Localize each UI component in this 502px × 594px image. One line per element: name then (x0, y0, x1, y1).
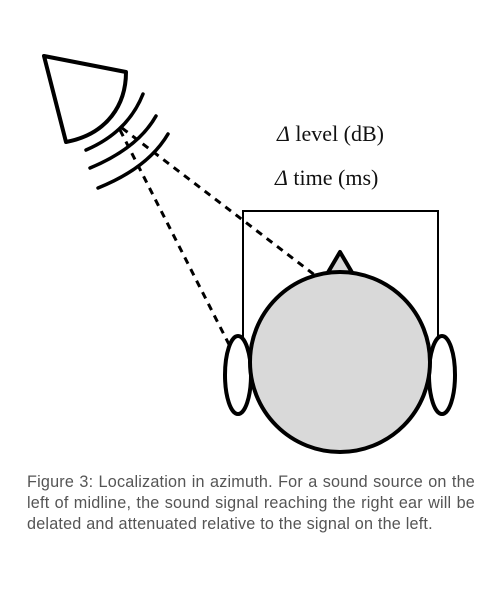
ear-bracket (242, 210, 439, 338)
level-delta-symbol: Δ (276, 121, 290, 146)
right-ear (427, 334, 457, 416)
time-label: Δ time (ms) (274, 165, 378, 190)
time-delta-symbol: Δ (274, 165, 288, 190)
head (248, 270, 432, 454)
speaker-cone-icon (42, 54, 128, 144)
sound-wave-arcs-icon (84, 92, 170, 190)
localization-diagram: Δ level (dB) Δ time (ms) (42, 54, 457, 454)
left-ear (223, 334, 253, 416)
time-label-text: time (ms) (288, 165, 378, 190)
level-label: Δ level (dB) (276, 121, 384, 146)
head-top-view-icon (223, 250, 457, 454)
path-to-left-ear (118, 129, 244, 371)
figure-caption: Figure 3: Localization in azimuth. For a… (27, 473, 475, 533)
level-label-text: level (dB) (290, 121, 384, 146)
